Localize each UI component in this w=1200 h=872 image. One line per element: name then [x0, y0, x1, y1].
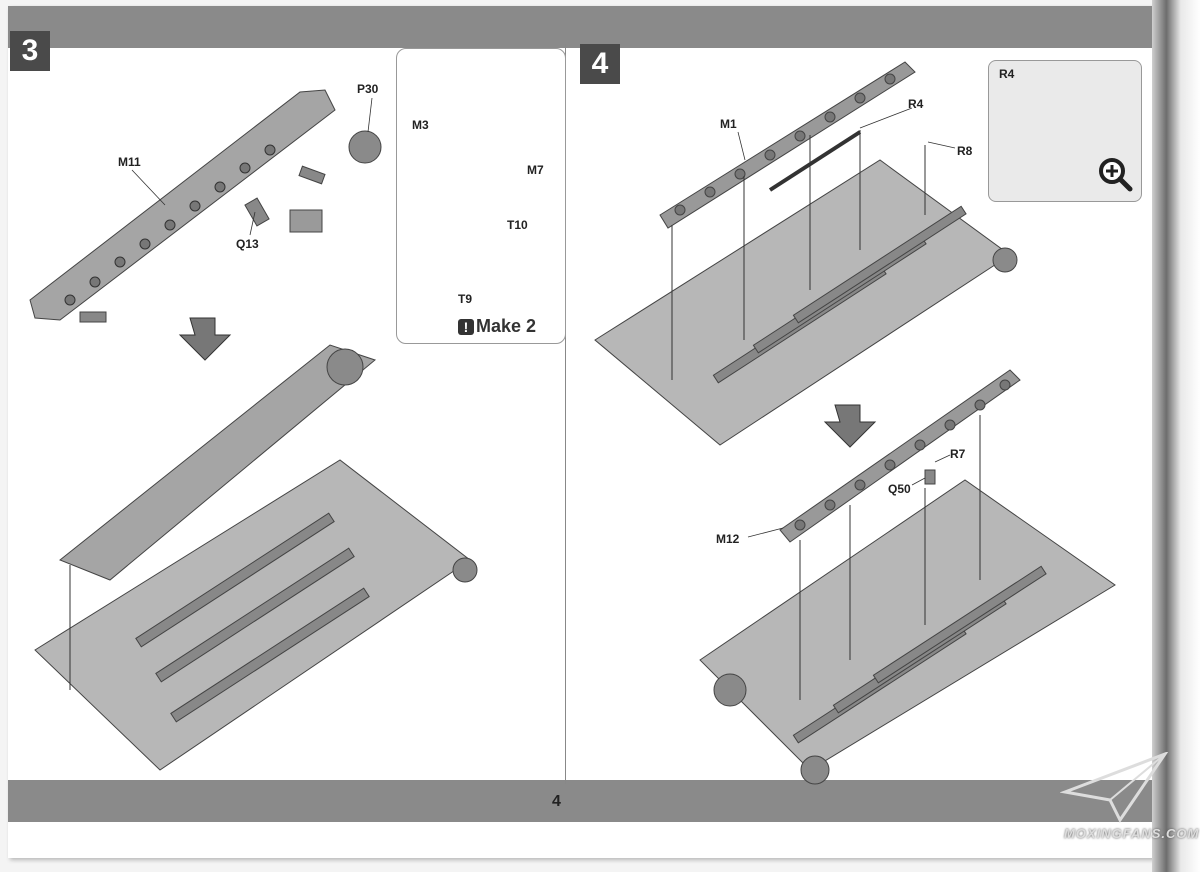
watermark-text: MOXINGFANS.COM: [1064, 826, 1200, 841]
step4-bottom-hull-drawing: [699, 369, 1116, 785]
paper-plane-logo-icon: [1060, 752, 1169, 823]
zoom-in-icon: [1099, 158, 1133, 192]
step3-down-arrow: [178, 317, 232, 361]
step-number-4: 4: [580, 44, 620, 84]
binding-edge: [1152, 0, 1200, 872]
step4-down-arrow: [823, 404, 877, 448]
label-r8: R8: [957, 144, 973, 158]
label-m12: M12: [716, 532, 740, 546]
make-two-text: Make 2: [476, 316, 537, 336]
page-number: 4: [552, 793, 561, 810]
label-r7: R7: [950, 447, 966, 461]
label-q50: Q50: [888, 482, 911, 496]
label-p30: P30: [357, 82, 379, 96]
label-r4: R4: [908, 97, 924, 111]
step4-top-hull-drawing: [594, 61, 1018, 446]
make-two-callout: [396, 48, 566, 344]
label-m3: M3: [412, 118, 429, 132]
make-two-note: ! Make 2: [458, 316, 536, 337]
label-m11: M11: [118, 155, 141, 169]
label-q13: Q13: [236, 237, 259, 251]
step-number-3: 3: [10, 31, 50, 71]
label-m7: M7: [527, 163, 544, 177]
inset-label-r4: R4: [999, 67, 1015, 81]
exclamation-icon: !: [458, 318, 474, 335]
label-t9: T9: [458, 292, 473, 306]
label-t10: T10: [507, 218, 528, 232]
step-divider: [565, 44, 566, 784]
label-m1: M1: [720, 117, 737, 131]
step3-hull-drawing: [34, 344, 478, 771]
bottom-gray-bar: [8, 780, 1158, 822]
top-gray-bar: [8, 6, 1158, 48]
m11-side-wall-drawing: [29, 89, 382, 323]
